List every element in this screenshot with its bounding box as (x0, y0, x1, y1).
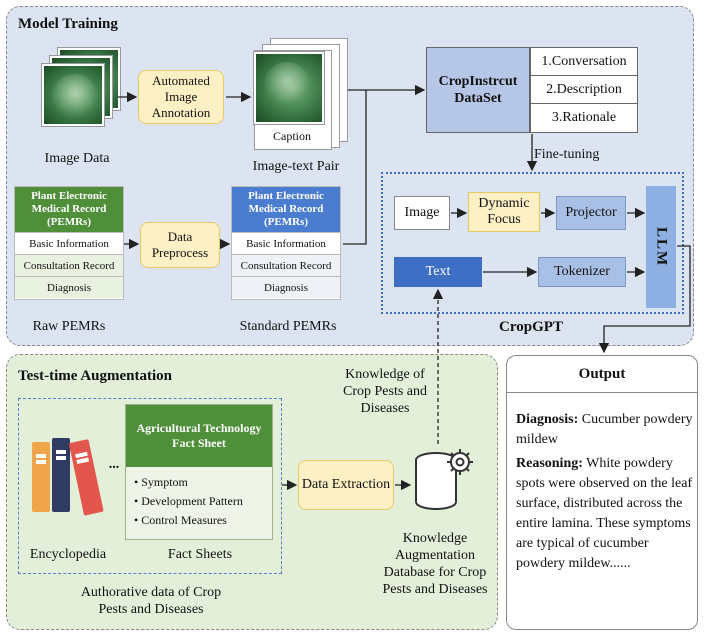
output-diagnosis: Diagnosis: Cucumber powdery mildew (516, 410, 694, 450)
cropgpt-box (381, 172, 684, 314)
model-training-title: Model Training (18, 16, 118, 32)
knowledge-label: Knowledge of Crop Pests and Diseases (343, 367, 427, 416)
projector-box: Projector (556, 196, 626, 230)
cropgpt-title: CropGPT (499, 319, 563, 335)
image-text-pair-label: Image-text Pair (252, 159, 340, 174)
image-box: Image (394, 196, 450, 230)
fact-sheet-header: Agricultural Technology Fact Sheet (126, 405, 272, 467)
output-box (506, 355, 698, 630)
reasoning-label: Reasoning: (516, 456, 583, 471)
tta-title: Test-time Augmentation (18, 368, 173, 384)
tokenizer-box: Tokenizer (538, 257, 626, 287)
automated-annotation-box: Automated Image Annotation (138, 70, 224, 124)
raw-pemr-header: Plant Electronic Medical Record (PEMRs) (15, 187, 123, 232)
image-text-pair-leaf (254, 52, 324, 124)
image-data-label: Image Data (44, 151, 110, 166)
raw-pemr-consultation: Consultation Record (15, 254, 123, 276)
fact-sheet-card: Agricultural Technology Fact Sheet • Sym… (125, 404, 273, 540)
output-title: Output (578, 366, 626, 382)
data-extraction-box: Data Extraction (298, 460, 394, 510)
llm-box: LLM (646, 186, 676, 308)
diagnosis-text: Cucumber powdery mildew (516, 412, 693, 447)
fact-item-control: • Control Measures (134, 513, 227, 527)
caption-label: Caption (273, 129, 311, 143)
raw-pemrs-label: Raw PEMRs (32, 319, 106, 334)
fact-item-control-text: Control Measures (141, 513, 227, 527)
database-gear-icon (415, 449, 473, 510)
raw-pemr-diagnosis: Diagnosis (15, 276, 123, 298)
std-pemr-header: Plant Electronic Medical Record (PEMRs) (232, 187, 340, 232)
output-content: Diagnosis: Cucumber powdery mildew Reaso… (516, 410, 694, 574)
std-pemr-card: Plant Electronic Medical Record (PEMRs) … (231, 186, 341, 300)
std-pemr-basic-info: Basic Information (232, 232, 340, 254)
image-data-leaf-front (42, 64, 104, 126)
text-box: Text (394, 257, 482, 287)
fact-sheets-label: Fact Sheets (167, 547, 233, 562)
dataset-items-box: 1.Conversation 2.Description 3.Rationale (530, 47, 638, 133)
raw-pemr-card: Plant Electronic Medical Record (PEMRs) … (14, 186, 124, 300)
dataset-item-conversation: 1.Conversation (531, 48, 637, 76)
fact-item-symptom-text: Symptom (141, 475, 188, 489)
std-pemr-consultation: Consultation Record (232, 254, 340, 276)
encyclopedia-books-icon (32, 438, 104, 516)
authoritative-label: Authorative data of Crop Pests and Disea… (80, 585, 222, 617)
dataset-item-rationale: 3.Rationale (551, 110, 617, 125)
data-preprocess-box: Data Preprocess (140, 222, 220, 268)
std-pemrs-label: Standard PEMRs (239, 319, 337, 334)
llm-label: LLM (653, 226, 670, 268)
std-pemr-diagnosis: Diagnosis (232, 276, 340, 298)
output-reasoning: Reasoning: White powdery spots were obse… (516, 454, 694, 574)
database-label: Knowledge Augmentation Database for Crop… (382, 531, 488, 597)
dataset-title-box: CropInstrcut DataSet (426, 47, 530, 133)
dynamic-focus-box: Dynamic Focus (468, 192, 540, 232)
reasoning-text: White powdery spots were observed on the… (516, 456, 693, 571)
fact-item-development: • Development Pattern (134, 494, 243, 508)
fact-sheet-items: • Symptom • Development Pattern • Contro… (126, 467, 272, 539)
fine-tuning-label: Fine-tuning (534, 147, 600, 162)
arrow-llm-to-output (598, 245, 691, 354)
fact-item-development-text: Development Pattern (141, 494, 243, 508)
encyclopedia-label: Encyclopedia (29, 547, 107, 562)
output-divider (507, 392, 697, 393)
ellipsis-label: ... (108, 457, 120, 472)
dataset-title: CropInstrcut DataSet (438, 74, 518, 106)
arrow-pemr-to-dataset (343, 90, 367, 245)
raw-pemr-basic-info: Basic Information (15, 232, 123, 254)
fact-item-symptom: • Symptom (134, 475, 188, 489)
diagnosis-label: Diagnosis: (516, 412, 579, 427)
dataset-item-description: 2.Description (531, 76, 637, 104)
tta-inner-box (18, 398, 282, 574)
